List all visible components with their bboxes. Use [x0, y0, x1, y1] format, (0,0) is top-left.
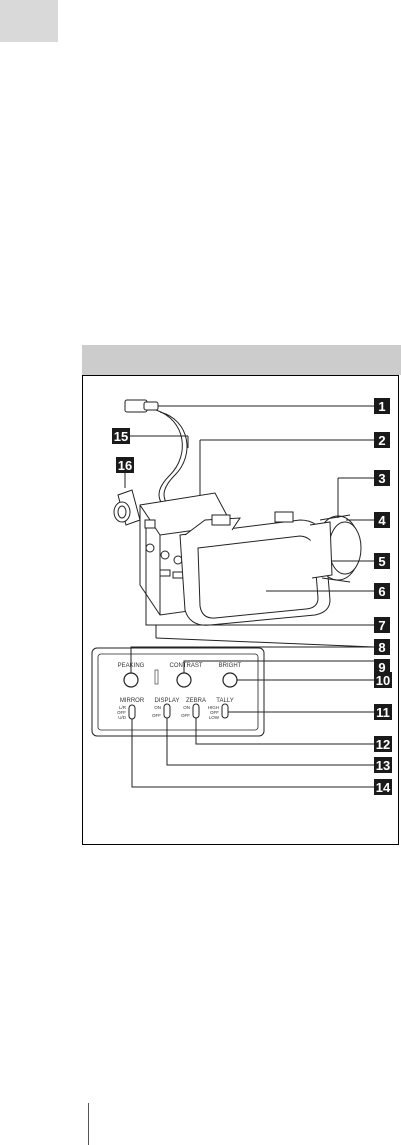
- viewfinder-body: [139, 492, 362, 626]
- footer-rule: [88, 1103, 89, 1145]
- tally-label: TALLY: [216, 698, 233, 704]
- section-tab: [0, 0, 58, 42]
- display-option-off: OFF: [152, 713, 161, 718]
- figure-header-bar: [82, 345, 401, 375]
- control-panel-drawing: [91, 647, 265, 737]
- callout-14: 14: [376, 780, 391, 795]
- leader-lines: [124, 405, 375, 788]
- callout-1: 1: [378, 399, 385, 414]
- callout-6: 6: [378, 584, 385, 599]
- callout-15: 15: [114, 429, 128, 444]
- callout-5: 5: [378, 554, 385, 569]
- callout-3: 3: [378, 471, 385, 486]
- bright-label: BRIGHT: [219, 663, 242, 669]
- callout-8: 8: [378, 640, 385, 655]
- tally-option-low: LOW: [209, 715, 220, 720]
- callout-9: 9: [378, 660, 385, 675]
- contrast-label: CONTRAST: [170, 663, 203, 669]
- zebra-label: ZEBRA: [186, 698, 206, 704]
- cable-connector: [124, 399, 188, 506]
- callout-10: 10: [376, 673, 390, 688]
- callout-11: 11: [376, 705, 390, 720]
- mount-knob: [113, 489, 141, 526]
- mirror-option-lr: L/R: [119, 705, 127, 710]
- callout-16: 16: [118, 458, 132, 473]
- mirror-option-off: OFF: [117, 710, 126, 715]
- display-option-on: ON: [154, 705, 161, 710]
- zebra-option-off: OFF: [181, 713, 190, 718]
- callout-4: 4: [378, 513, 386, 528]
- callouts: 1 2 3 4 5 6 7 8 9 10 11 12 13 14 15 16: [112, 398, 392, 795]
- mirror-label: MIRROR: [120, 698, 145, 704]
- figure-frame: [82, 375, 399, 845]
- zebra-option-on: ON: [183, 705, 190, 710]
- callout-2: 2: [378, 433, 385, 448]
- callout-7: 7: [378, 618, 385, 633]
- tally-option-off: OFF: [210, 710, 219, 715]
- display-label: DISPLAY: [155, 698, 180, 704]
- mirror-option-ud: U/D: [118, 715, 127, 720]
- callout-12: 12: [376, 737, 390, 752]
- callout-13: 13: [376, 758, 390, 773]
- tally-option-high: HIGH: [208, 705, 219, 710]
